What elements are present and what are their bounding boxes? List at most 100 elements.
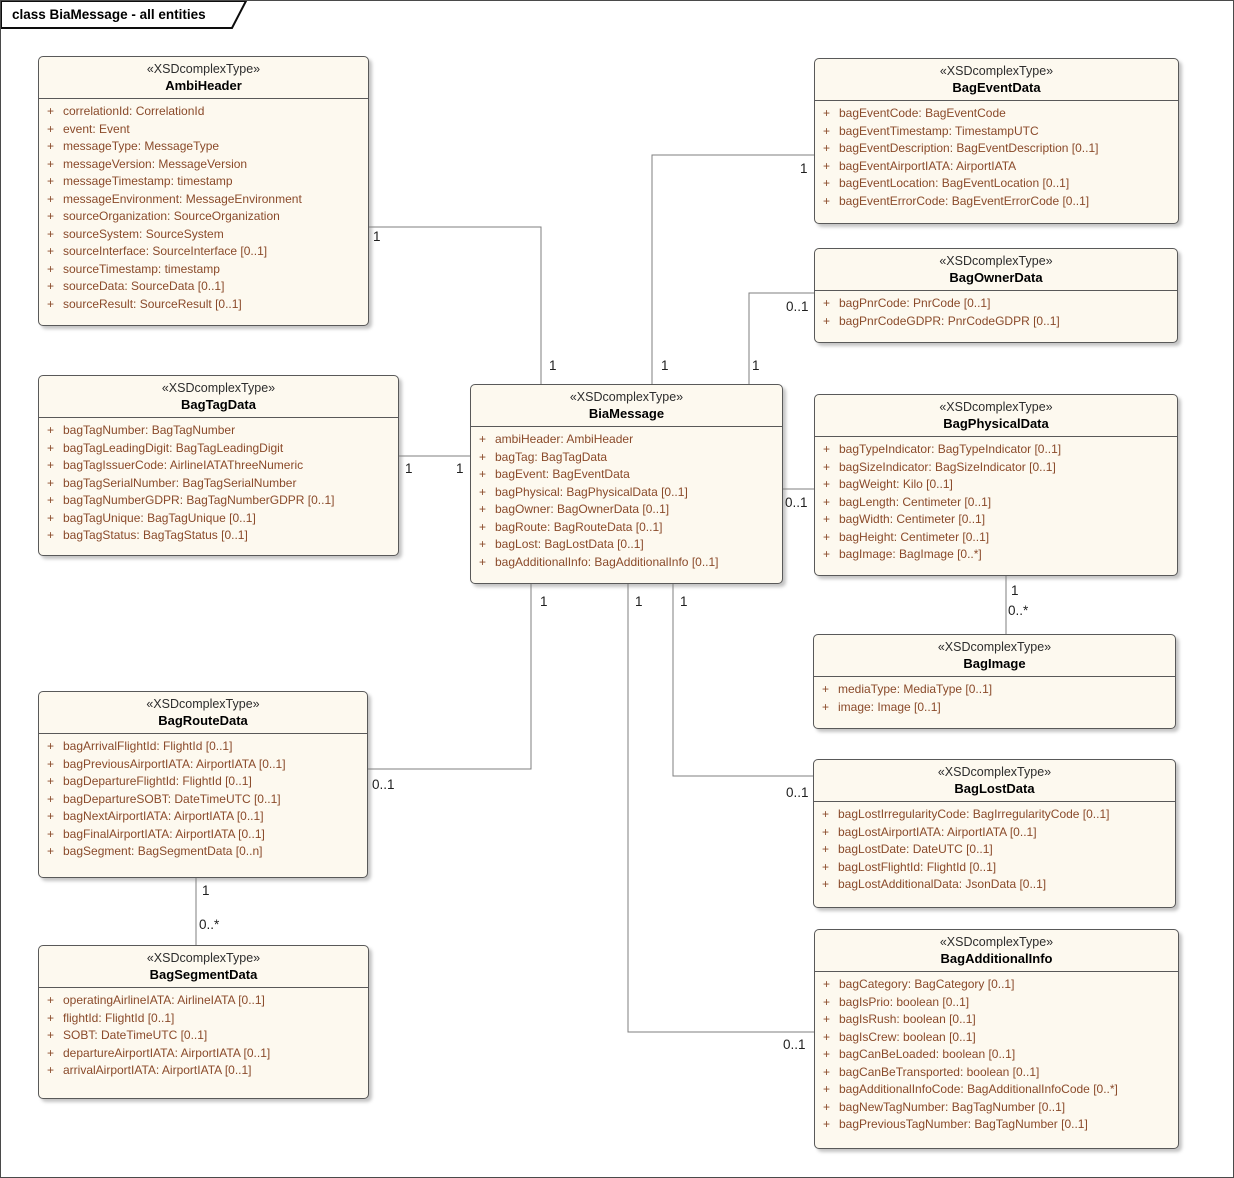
attribute-text: sourceInterface: SourceInterface [0..1] bbox=[63, 244, 268, 258]
attribute-row: +bagTagUnique: BagTagUnique [0..1] bbox=[39, 510, 394, 528]
attribute-row: +sourceSystem: SourceSystem bbox=[39, 226, 364, 244]
visibility-marker: + bbox=[479, 467, 487, 481]
attribute-row: +flightId: FlightId [0..1] bbox=[39, 1010, 364, 1028]
class-box-bagownerdata[interactable]: «XSDcomplexType» BagOwnerData +bagPnrCod… bbox=[814, 248, 1178, 343]
class-box-bagtagdata[interactable]: «XSDcomplexType» BagTagData +bagTagNumbe… bbox=[38, 375, 399, 556]
visibility-marker: + bbox=[47, 139, 55, 153]
class-stereotype: «XSDcomplexType» bbox=[939, 400, 1053, 414]
class-box-bageventdata[interactable]: «XSDcomplexType» BagEventData +bagEventC… bbox=[814, 58, 1179, 224]
visibility-marker: + bbox=[823, 512, 831, 526]
attribute-row: +sourceData: SourceData [0..1] bbox=[39, 278, 364, 296]
visibility-marker: + bbox=[823, 123, 831, 138]
attribute-text: bagEventCode: BagEventCode bbox=[839, 106, 1006, 120]
visibility-marker: + bbox=[47, 809, 55, 823]
class-stereotype: «XSDcomplexType» bbox=[937, 640, 1052, 654]
multiplicity-label: 0..1 bbox=[786, 785, 809, 800]
visibility-marker: + bbox=[47, 244, 55, 258]
attribute-text: bagTypeIndicator: BagTypeIndicator [0..1… bbox=[839, 442, 1062, 456]
multiplicity-label: 1 bbox=[800, 161, 808, 176]
visibility-marker: + bbox=[823, 1117, 831, 1131]
visibility-marker: + bbox=[47, 174, 55, 188]
connector-biamessage-baglostdata bbox=[672, 584, 813, 777]
attribute-text: arrivalAirportIATA: AirportIATA [0..1] bbox=[63, 1063, 252, 1077]
visibility-marker: + bbox=[47, 774, 55, 788]
multiplicity-label: 1 bbox=[752, 358, 760, 373]
attribute-row: +messageType: MessageType bbox=[39, 138, 364, 156]
multiplicity-label: 0..1 bbox=[783, 1037, 806, 1052]
attribute-text: bagCanBeTransported: boolean [0..1] bbox=[839, 1064, 1040, 1079]
attribute-text: operatingAirlineIATA: AirlineIATA [0..1] bbox=[63, 993, 265, 1007]
attribute-row: +bagLostIrregularityCode: BagIrregularit… bbox=[814, 806, 1171, 824]
class-name: AmbiHeader bbox=[165, 78, 242, 93]
attribute-row: +bagIsPrio: boolean [0..1] bbox=[815, 994, 1174, 1012]
attribute-row: +bagAdditionalInfo: BagAdditionalInfo [0… bbox=[471, 554, 778, 572]
attribute-row: +bagLostAdditionalData: JsonData [0..1] bbox=[814, 876, 1171, 894]
multiplicity-label: 1 bbox=[456, 461, 464, 476]
attribute-row: +bagLostAirportIATA: AirportIATA [0..1] bbox=[814, 824, 1171, 842]
visibility-marker: + bbox=[47, 423, 55, 437]
attribute-row: +bagTypeIndicator: BagTypeIndicator [0..… bbox=[815, 441, 1173, 459]
attribute-row: +mediaType: MediaType [0..1] bbox=[814, 681, 1171, 699]
attribute-row: + bagEventTimestamp: TimestampUTC bbox=[815, 123, 1174, 141]
multiplicity-label: 1 bbox=[635, 594, 643, 609]
attribute-text: bagEventTimestamp: TimestampUTC bbox=[839, 123, 1039, 138]
class-box-bagroutedata[interactable]: «XSDcomplexType» BagRouteData +bagArriva… bbox=[38, 691, 368, 878]
visibility-marker: + bbox=[823, 1012, 831, 1026]
attribute-row: +bagPnrCodeGDPR: PnrCodeGDPR [0..1] bbox=[815, 313, 1173, 331]
attribute-row: +bagPhysical: BagPhysicalData [0..1] bbox=[471, 484, 778, 502]
class-box-baglostdata[interactable]: «XSDcomplexType» BagLostData +bagLostIrr… bbox=[813, 759, 1176, 908]
attribute-text: bagLostDate: DateUTC [0..1] bbox=[838, 842, 993, 856]
class-box-bagimage[interactable]: «XSDcomplexType» BagImage +mediaType: Me… bbox=[813, 634, 1176, 729]
class-box-bagadditionalinfo[interactable]: «XSDcomplexType» BagAdditionalInfo +bagC… bbox=[814, 929, 1179, 1149]
visibility-marker: + bbox=[822, 859, 830, 874]
attribute-text: bagTag: BagTagData bbox=[495, 449, 608, 464]
multiplicity-label: 0..1 bbox=[372, 777, 395, 792]
class-name: BagImage bbox=[963, 656, 1026, 671]
visibility-marker: + bbox=[47, 475, 55, 490]
visibility-marker: + bbox=[823, 158, 831, 173]
attribute-text: bagOwner: BagOwnerData [0..1] bbox=[495, 502, 670, 516]
attribute-row: + bagIsRush: boolean [0..1] bbox=[815, 1011, 1174, 1029]
class-stereotype: «XSDcomplexType» bbox=[569, 390, 684, 404]
visibility-marker: + bbox=[823, 994, 831, 1009]
multiplicity-label: 1 bbox=[202, 883, 210, 898]
attribute-text: bagWeight: Kilo [0..1] bbox=[839, 477, 953, 491]
visibility-marker: + bbox=[47, 458, 55, 472]
attribute-row: + bagEventCode: BagEventCode bbox=[815, 105, 1174, 123]
visibility-marker: + bbox=[823, 176, 831, 190]
attribute-row: +ambiHeader: AmbiHeader bbox=[471, 431, 778, 449]
attribute-row: +bagIsCrew: boolean [0..1] bbox=[815, 1029, 1174, 1047]
visibility-marker: + bbox=[47, 440, 55, 455]
attribute-text: bagNewTagNumber: BagTagNumber [0..1] bbox=[839, 1099, 1066, 1114]
attribute-text: bagIsRush: boolean [0..1] bbox=[839, 1012, 976, 1026]
attribute-text: bagLostIrregularityCode: BagIrregularity… bbox=[838, 807, 1110, 821]
class-box-ambiheader[interactable]: «XSDcomplexType» AmbiHeader +correlation… bbox=[38, 56, 369, 326]
attribute-row: +bagEventAirportIATA: AirportIATA bbox=[815, 158, 1174, 176]
visibility-marker: + bbox=[47, 826, 55, 841]
multiplicity-label: 1 bbox=[373, 229, 381, 244]
visibility-marker: + bbox=[47, 156, 55, 171]
attribute-list: + bagEventCode: BagEventCode + bagEventTime… bbox=[815, 101, 1178, 212]
attribute-text: event: Event bbox=[63, 121, 130, 136]
multiplicity-label: 1 bbox=[405, 461, 413, 476]
attribute-text: bagAdditionalInfoCode: BagAdditionalInfo… bbox=[839, 1082, 1118, 1096]
class-box-bagphysicaldata[interactable]: «XSDcomplexType» BagPhysicalData +bagTyp… bbox=[814, 394, 1178, 576]
visibility-marker: + bbox=[47, 528, 55, 542]
visibility-marker: + bbox=[47, 226, 55, 241]
visibility-marker: + bbox=[823, 106, 831, 120]
visibility-marker: + bbox=[47, 791, 55, 806]
class-name: BagSegmentData bbox=[149, 967, 258, 982]
visibility-marker: + bbox=[823, 459, 831, 474]
attribute-text: sourceTimestamp: timestamp bbox=[63, 261, 220, 276]
attribute-row: +bagDepartureSOBT: DateTimeUTC [0..1] bbox=[39, 791, 363, 809]
attribute-row: +departureAirportIATA: AirportIATA [0..1… bbox=[39, 1045, 364, 1063]
attribute-text: image: Image [0..1] bbox=[838, 699, 941, 714]
attribute-text: departureAirportIATA: AirportIATA [0..1] bbox=[63, 1045, 271, 1060]
visibility-marker: + bbox=[479, 519, 487, 534]
class-box-biamessage[interactable]: «XSDcomplexType» BiaMessage +ambiHeader:… bbox=[470, 384, 783, 584]
attribute-row: +messageVersion: MessageVersion bbox=[39, 156, 364, 174]
class-stereotype: «XSDcomplexType» bbox=[146, 62, 261, 76]
multiplicity-label: 0..* bbox=[1008, 603, 1029, 618]
class-box-bagsegmentdata[interactable]: «XSDcomplexType» BagSegmentData +operati… bbox=[38, 945, 369, 1099]
